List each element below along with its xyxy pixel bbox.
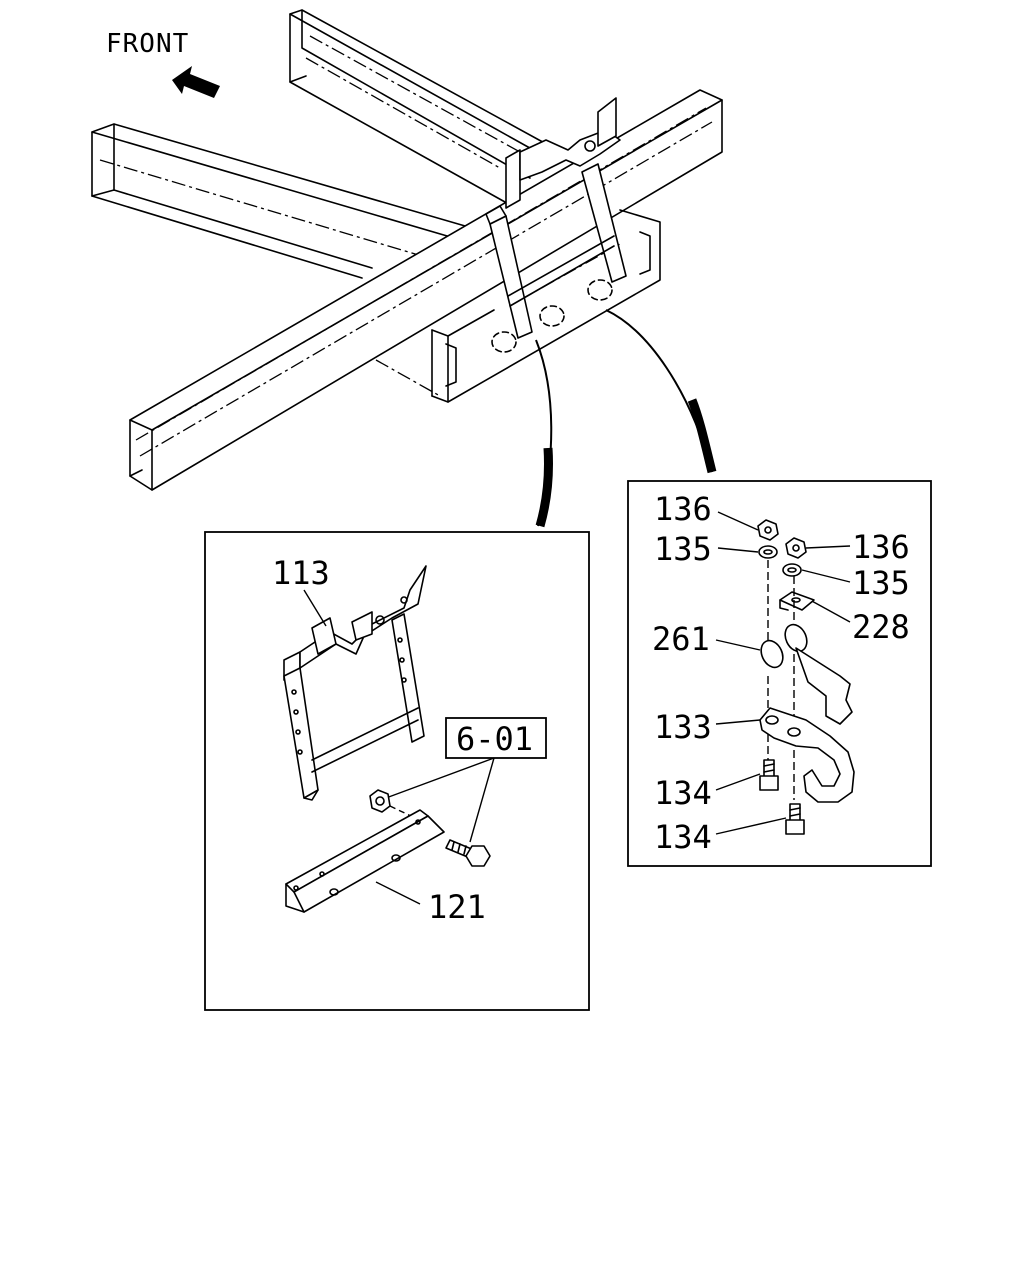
callout-261: 261 (652, 620, 710, 658)
callout-134-upper: 134 (654, 774, 712, 812)
callout-135-right: 135 (852, 564, 910, 602)
nut-icon (757, 519, 779, 541)
bolt-icon (445, 839, 491, 867)
callout-134-lower: 134 (654, 818, 712, 856)
washer-icon (758, 545, 778, 559)
reference-6-01: 6-01 (456, 720, 533, 758)
nut-icon (785, 537, 807, 559)
callout-136-left: 136 (654, 490, 712, 528)
callout-133: 133 (654, 708, 712, 746)
front-arrow-icon (172, 66, 220, 98)
plate-icon (779, 591, 815, 611)
bracket-113-drawing (283, 565, 427, 801)
reference-box (445, 717, 547, 759)
callout-135-left: 135 (654, 530, 712, 568)
callout-136-right: 136 (852, 528, 910, 566)
front-label: FRONT (106, 29, 189, 59)
chassis-overview (91, 9, 723, 528)
tow-hook-133-drawing (759, 647, 855, 803)
washer-icon (782, 563, 802, 577)
angle-bracket-121-drawing (285, 809, 445, 913)
left-detail-panel: 113 6-01 121 (204, 531, 590, 1011)
ring-icon (760, 623, 808, 669)
nut-icon (369, 789, 391, 813)
right-detail-panel: 136 135 136 135 228 (627, 480, 932, 867)
callout-113: 113 (272, 554, 330, 592)
bolt-icon (785, 803, 805, 835)
callout-121: 121 (428, 888, 486, 926)
bolt-icon (759, 759, 779, 791)
callout-228: 228 (852, 608, 910, 646)
